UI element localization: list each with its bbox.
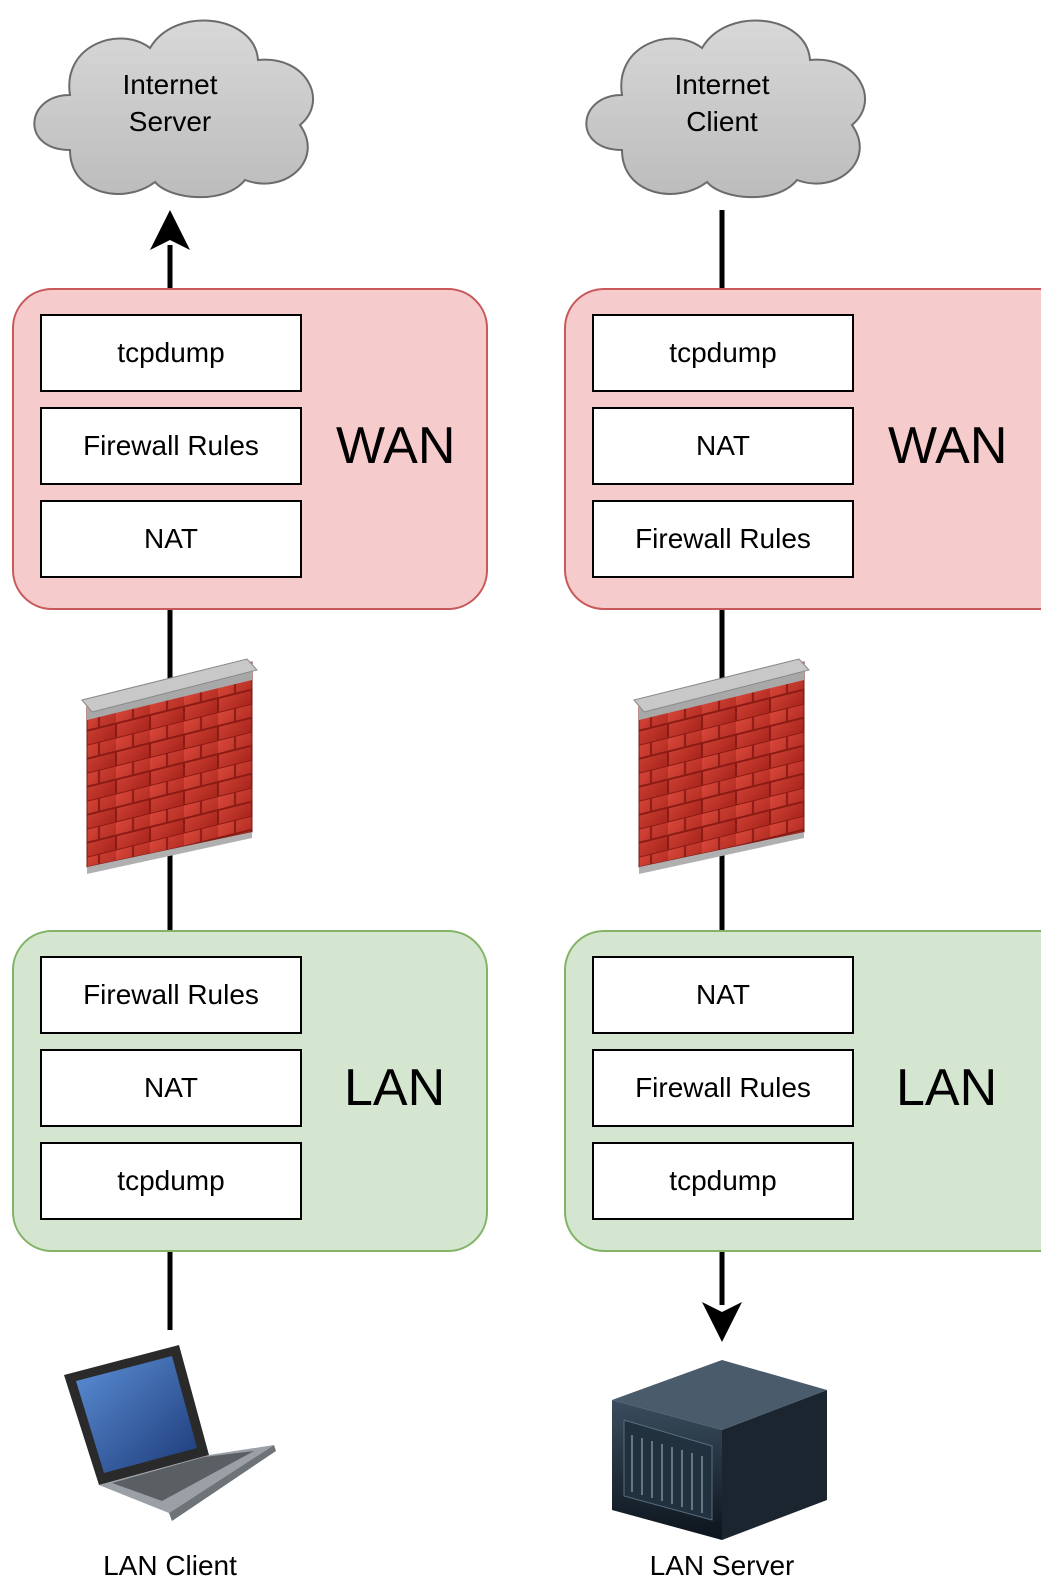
cloud-line1: Internet	[122, 69, 218, 100]
cloud-line2: Client	[686, 106, 758, 137]
cloud-line2: Server	[128, 106, 212, 137]
cloud-internet-client	[585, 19, 866, 199]
cloud-label-internet-server: Internet Server	[90, 66, 250, 140]
arrow-down-to-server	[702, 1252, 742, 1342]
lan-stack-item: NAT	[592, 956, 854, 1034]
wan-zone-label: WAN	[336, 417, 456, 475]
wan-stack-item: tcpdump	[40, 314, 302, 392]
wan-stack-item: tcpdump	[592, 314, 854, 392]
device-label-lan-client: LAN Client	[103, 1550, 237, 1581]
wan-stack-item: NAT	[592, 407, 854, 485]
server-icon	[612, 1360, 827, 1540]
wan-stack-item: NAT	[40, 500, 302, 578]
lan-zone-right: NAT Firewall Rules tcpdump LAN	[564, 930, 1041, 1252]
arrow-up-to-internet	[150, 210, 190, 288]
cloud-internet-server	[33, 19, 314, 199]
lan-stack-item: NAT	[40, 1049, 302, 1127]
device-label-lan-server: LAN Server	[649, 1550, 795, 1581]
lan-stack-item: tcpdump	[40, 1142, 302, 1220]
wan-zone-label: WAN	[888, 417, 1008, 475]
wan-stack-item: Firewall Rules	[40, 407, 302, 485]
lan-stack-item: tcpdump	[592, 1142, 854, 1220]
lan-zone-label: LAN	[344, 1059, 446, 1117]
firewall-icon	[81, 658, 258, 874]
lan-zone-label: LAN	[896, 1059, 998, 1117]
wan-zone-left: tcpdump Firewall Rules NAT WAN	[12, 288, 488, 610]
laptop-icon	[64, 1345, 276, 1521]
lan-zone-left: Firewall Rules NAT tcpdump LAN	[12, 930, 488, 1252]
firewall-icon	[633, 658, 810, 874]
wan-zone-right: tcpdump NAT Firewall Rules WAN	[564, 288, 1041, 610]
wan-stack-item: Firewall Rules	[592, 500, 854, 578]
cloud-line1: Internet	[674, 69, 770, 100]
cloud-label-internet-client: Internet Client	[642, 66, 802, 140]
lan-stack-item: Firewall Rules	[592, 1049, 854, 1127]
lan-stack-item: Firewall Rules	[40, 956, 302, 1034]
